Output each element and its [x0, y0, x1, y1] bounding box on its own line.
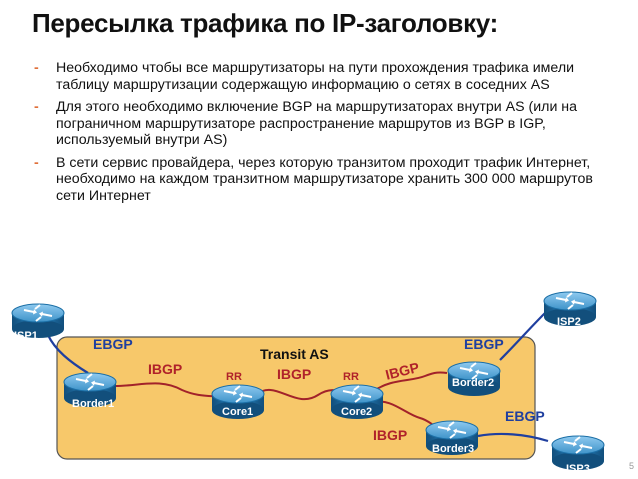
bullet-text: Для этого необходимо включение BGP на ма…	[56, 99, 578, 148]
rr-label-core2: RR	[343, 371, 359, 383]
bullet-item: - Необходимо чтобы все маршрутизаторы на…	[34, 60, 609, 93]
ibgp-link-core2-border2	[371, 371, 448, 393]
transit-as-label: Transit AS	[260, 346, 329, 362]
ebgp-label-isp1: EBGP	[93, 336, 133, 352]
ibgp-label-border1: IBGP	[148, 361, 182, 377]
ebgp-label-isp2: EBGP	[464, 336, 504, 352]
ebgp-link-isp3-border3	[477, 432, 549, 443]
ebgp-label-isp3: EBGP	[505, 408, 545, 424]
bullet-item: - Для этого необходимо включение BGP на …	[34, 99, 609, 149]
bullet-dash: -	[34, 60, 39, 76]
slide-title: Пересылка трафика по IP-заголовку:	[32, 8, 498, 38]
ibgp-label-border3: IBGP	[373, 427, 407, 443]
router-label-isp1: ISP1	[14, 330, 38, 342]
rr-label-core1: RR	[226, 371, 242, 383]
router-label-border1: Border1	[72, 398, 114, 410]
bullet-dash: -	[34, 154, 39, 171]
page-number: 5	[628, 461, 634, 471]
bullet-text: Необходимо чтобы все маршрутизаторы на п…	[56, 60, 575, 93]
ibgp-label-core: IBGP	[277, 366, 311, 382]
bullet-dash: -	[34, 99, 39, 115]
ebgp-link-isp1-border1	[47, 334, 89, 374]
bullet-text: В сети сервис провайдера, через которую …	[56, 154, 593, 204]
router-label-core2: Core2	[341, 406, 372, 418]
bullet-list: - Необходимо чтобы все маршрутизаторы на…	[34, 60, 609, 210]
ebgp-link-isp2-border2	[499, 312, 546, 361]
router-label-isp2: ISP2	[557, 316, 581, 328]
router-label-border3: Border3	[432, 443, 474, 455]
router-label-border2: Border2	[452, 377, 494, 389]
router-label-isp3: ISP3	[566, 463, 590, 475]
bullet-item: - В сети сервис провайдера, через котору…	[34, 155, 609, 205]
router-label-core1: Core1	[222, 406, 253, 418]
